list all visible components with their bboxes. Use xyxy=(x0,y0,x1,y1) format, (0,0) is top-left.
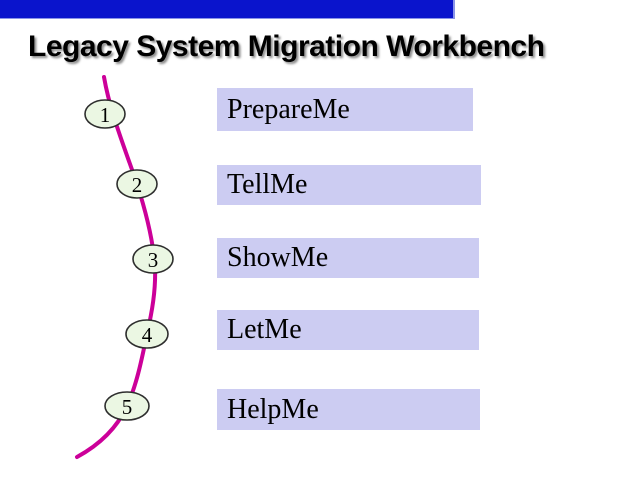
step-box-showme: ShowMe xyxy=(217,238,479,278)
step-marker-5: 5 xyxy=(104,391,150,421)
step-ellipse-2 xyxy=(116,169,158,199)
slide-title: Legacy System Migration Workbench xyxy=(28,30,545,63)
step-ellipse-3 xyxy=(132,244,174,274)
step-number-1: 1 xyxy=(100,103,111,127)
step-box-tellme: TellMe xyxy=(217,165,481,205)
step-box-letme: LetMe xyxy=(217,310,479,350)
step-box-label: HelpMe xyxy=(227,393,319,425)
step-marker-3: 3 xyxy=(132,244,174,274)
step-marker-4: 4 xyxy=(125,319,169,349)
step-number-5: 5 xyxy=(122,395,133,419)
step-box-helpme: HelpMe xyxy=(217,389,480,430)
step-ellipse-5 xyxy=(104,391,150,421)
step-box-label: ShowMe xyxy=(227,242,329,273)
step-marker-2: 2 xyxy=(116,169,158,199)
step-number-4: 4 xyxy=(142,323,153,347)
step-box-prepareme: PrepareMe xyxy=(217,88,473,131)
step-ellipse-1 xyxy=(84,99,126,129)
step-box-label: LetMe xyxy=(227,314,302,345)
step-number-2: 2 xyxy=(132,173,143,197)
step-box-label: PrepareMe xyxy=(227,93,350,125)
step-number-3: 3 xyxy=(148,248,159,272)
top-accent-bar xyxy=(0,0,455,19)
step-box-label: TellMe xyxy=(227,169,308,200)
step-marker-1: 1 xyxy=(84,99,126,129)
step-ellipse-4 xyxy=(125,319,169,349)
